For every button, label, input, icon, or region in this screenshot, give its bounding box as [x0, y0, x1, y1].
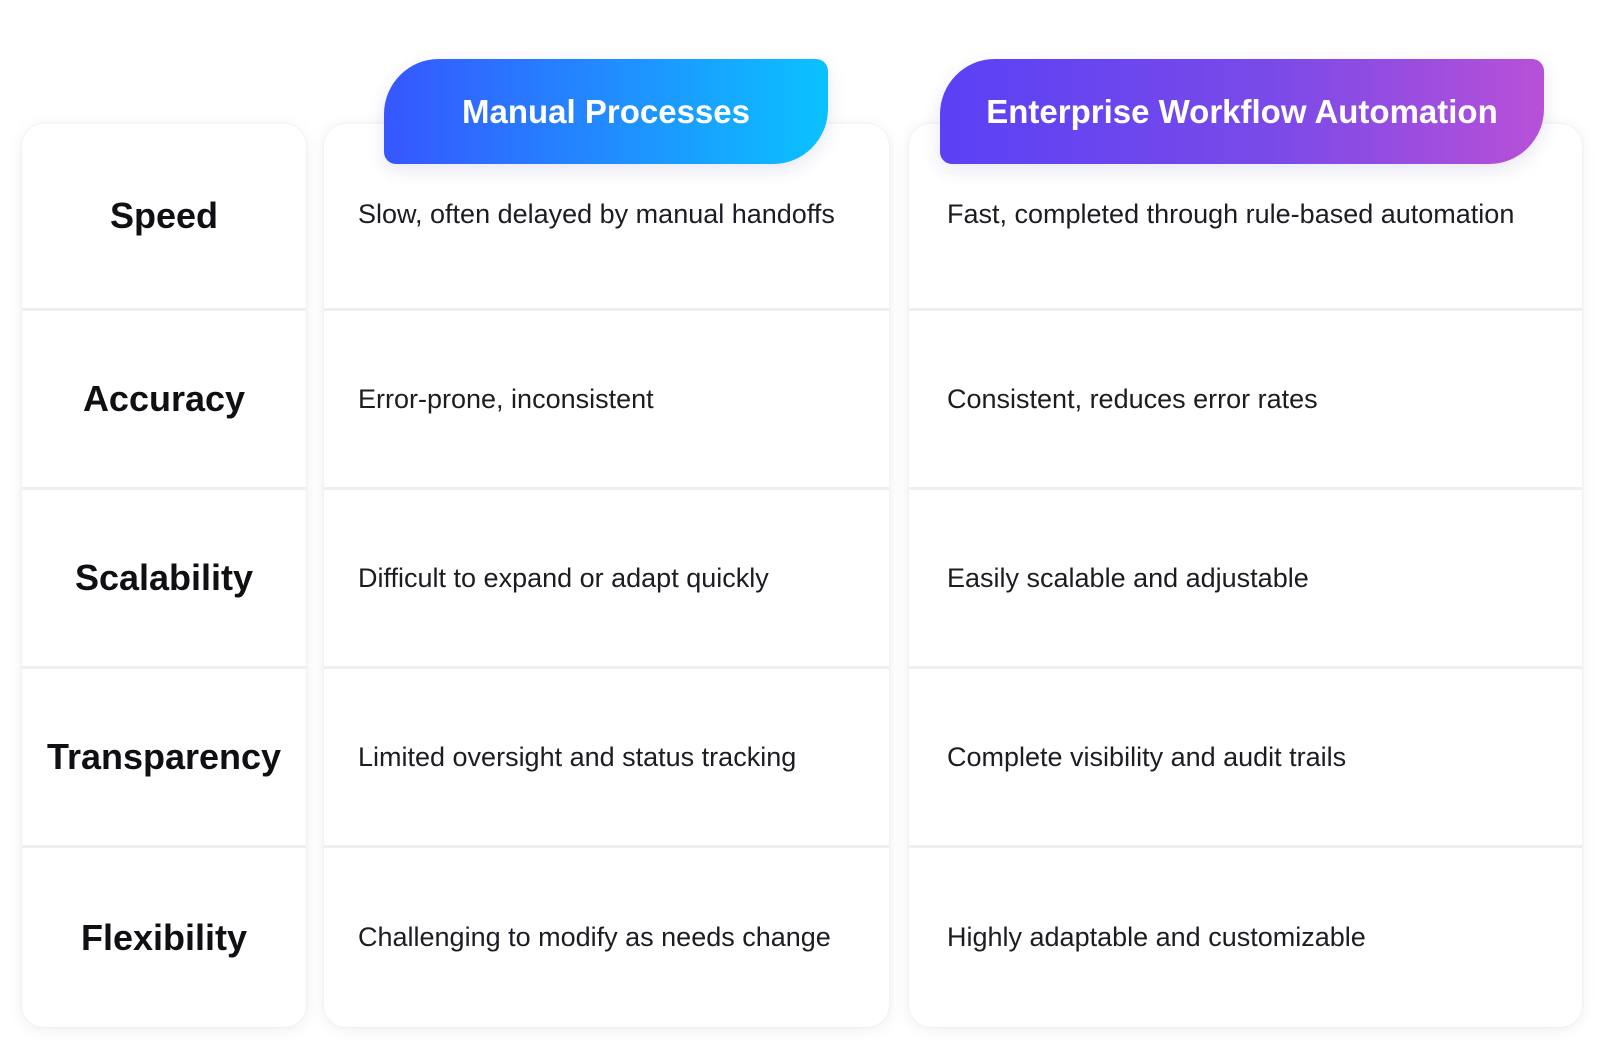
manual-processes-title: Manual Processes	[462, 92, 750, 130]
manual-flexibility-text: Challenging to modify as needs change	[358, 922, 831, 952]
table-cell: Slow, often delayed by manual handoffs	[324, 124, 889, 308]
row-divider	[909, 487, 1582, 490]
table-cell: Fast, completed through rule-based autom…	[909, 124, 1582, 308]
manual-accuracy-text: Error-prone, inconsistent	[358, 383, 654, 414]
row-divider	[22, 666, 306, 669]
manual-speed-text: Slow, often delayed by manual handoffs	[358, 199, 835, 229]
row-divider	[324, 308, 889, 311]
criteria-label-transparency: Transparency	[46, 736, 282, 777]
criteria-label-flexibility: Flexibility	[80, 916, 248, 958]
automation-accuracy-text: Consistent, reduces error rates	[947, 383, 1318, 414]
row-divider	[909, 666, 1582, 669]
table-cell: Difficult to expand or adapt quickly	[324, 490, 889, 666]
criteria-label-speed: Speed	[109, 195, 219, 236]
automation-column: Fast, completed through rule-based autom…	[909, 124, 1582, 1027]
table-cell: Limited oversight and status tracking	[324, 669, 889, 845]
row-divider	[22, 487, 306, 490]
manual-processes-column: Slow, often delayed by manual handoffs E…	[324, 124, 889, 1027]
table-cell: Complete visibility and audit trails	[909, 669, 1582, 845]
table-cell: Error-prone, inconsistent	[324, 311, 889, 487]
automation-transparency-text: Complete visibility and audit trails	[947, 741, 1347, 772]
automation-scalability-text: Easily scalable and adjustable	[947, 562, 1309, 593]
criteria-row: Flexibility	[22, 848, 306, 1027]
table-cell: Highly adaptable and customizable	[909, 848, 1582, 1027]
automation-header: Enterprise Workflow Automation	[940, 59, 1544, 164]
row-divider	[324, 845, 889, 848]
criteria-row: Scalability	[22, 490, 306, 666]
criteria-column: Speed Accuracy Scalability Transparency …	[22, 124, 306, 1027]
table-cell: Challenging to modify as needs change	[324, 848, 889, 1027]
criteria-label-accuracy: Accuracy	[82, 378, 246, 419]
row-divider	[324, 487, 889, 490]
manual-transparency-text: Limited oversight and status tracking	[358, 741, 797, 772]
row-divider	[22, 308, 306, 311]
criteria-label-scalability: Scalability	[74, 557, 254, 598]
manual-processes-header: Manual Processes	[384, 59, 828, 164]
criteria-row: Accuracy	[22, 311, 306, 487]
automation-title: Enterprise Workflow Automation	[986, 92, 1498, 130]
automation-flexibility-text: Highly adaptable and customizable	[947, 922, 1366, 952]
manual-scalability-text: Difficult to expand or adapt quickly	[358, 562, 769, 593]
row-divider	[909, 845, 1582, 848]
automation-speed-text: Fast, completed through rule-based autom…	[947, 199, 1515, 229]
table-cell: Consistent, reduces error rates	[909, 311, 1582, 487]
table-cell: Easily scalable and adjustable	[909, 490, 1582, 666]
row-divider	[22, 845, 306, 848]
criteria-row: Speed	[22, 124, 306, 308]
criteria-row: Transparency	[22, 669, 306, 845]
row-divider	[909, 308, 1582, 311]
row-divider	[324, 666, 889, 669]
